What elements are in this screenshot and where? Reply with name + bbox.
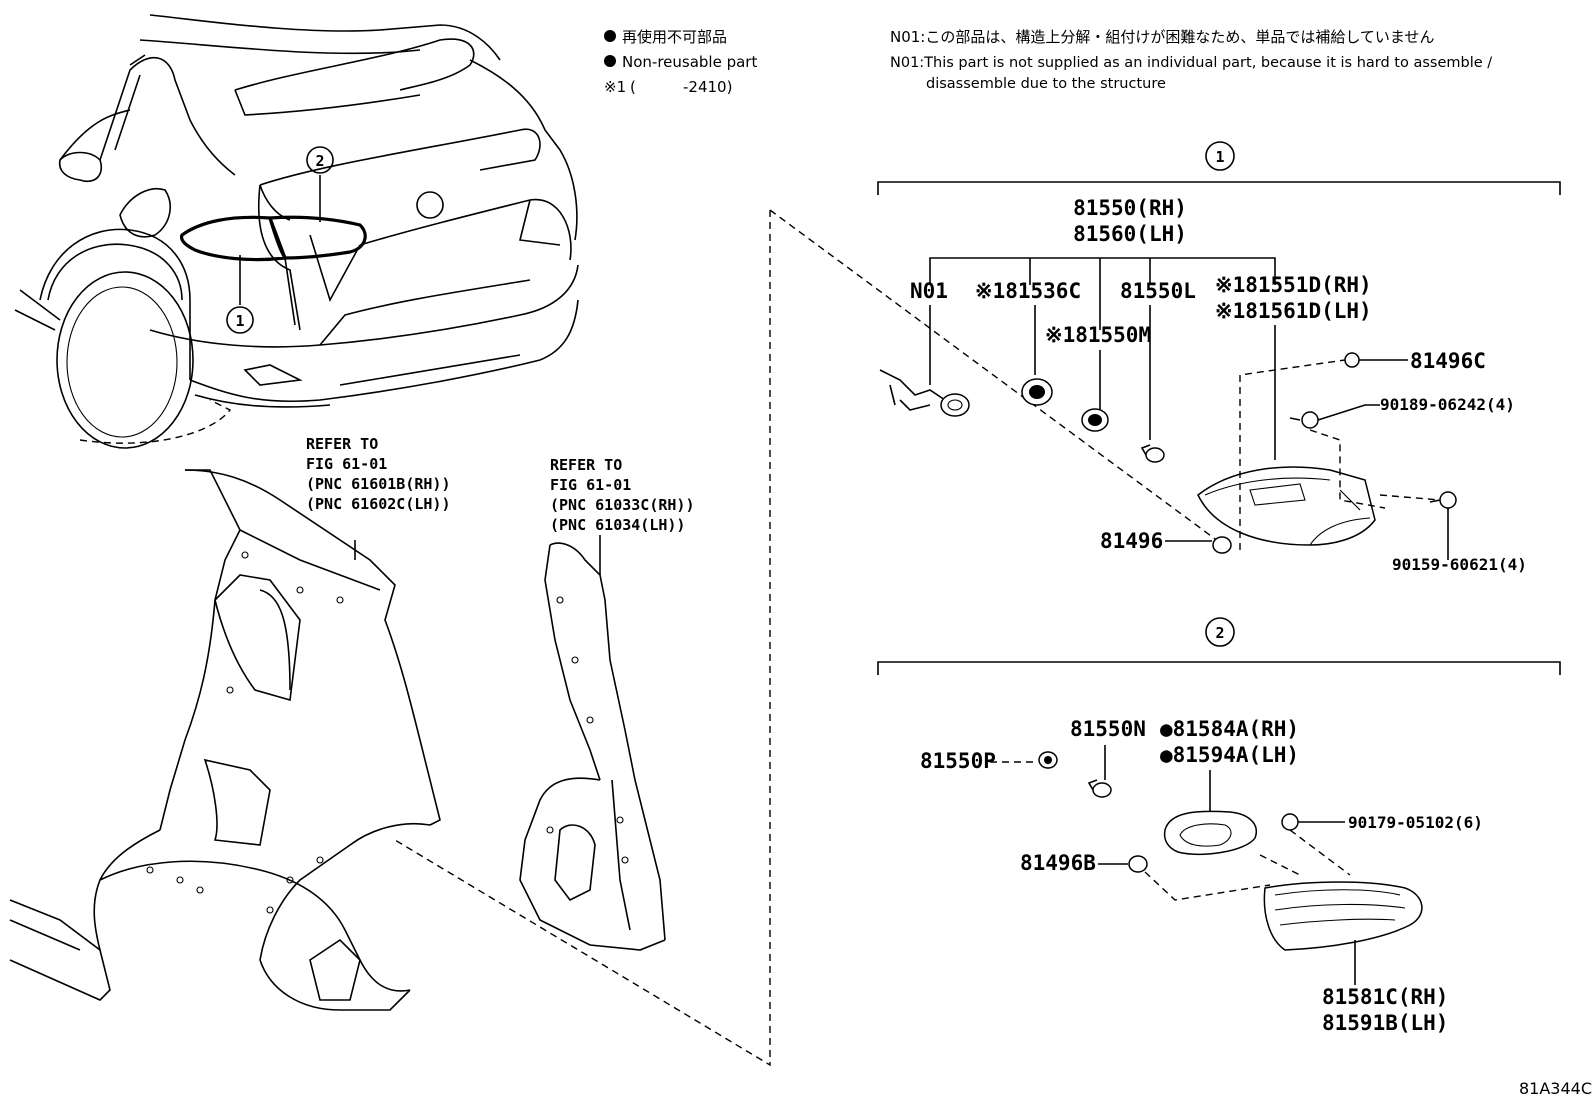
label-n01: N01 xyxy=(910,279,948,303)
legend-note-open: ( xyxy=(630,78,636,96)
bulb-81550l-icon xyxy=(1140,444,1165,463)
legend-note-mark: ※1 xyxy=(604,78,626,96)
label-81536c: ※181536C xyxy=(975,279,1081,303)
label-81560: 81560(LH) xyxy=(1073,222,1187,246)
label-90179: 90179-05102(6) xyxy=(1348,813,1483,832)
refer-upper-l1: REFER TO xyxy=(306,435,378,453)
marker-1-icon xyxy=(226,306,254,334)
marker-2-icon xyxy=(306,146,334,174)
screw-90189-icon xyxy=(1289,411,1319,429)
refer-lower-l2: FIG 61-01 xyxy=(550,476,631,494)
label-81594a: ●81594A(LH) xyxy=(1160,743,1299,767)
label-81496: 81496 xyxy=(1100,529,1163,553)
group-1-marker-label: 1 xyxy=(1215,148,1224,166)
label-81496b: 81496B xyxy=(1020,851,1096,875)
legend-jp: 再使用不可部品 xyxy=(622,28,727,46)
wire-harness-icon xyxy=(879,369,970,417)
label-81591b: 81591B(LH) xyxy=(1322,1011,1448,1035)
emblem-icon xyxy=(416,191,444,219)
vehicle-rear-view: 2 1 xyxy=(14,14,579,449)
marker-1-label: 1 xyxy=(235,312,244,330)
label-81581c: 81581C(RH) xyxy=(1322,985,1448,1009)
label-81584a: ●81584A(RH) xyxy=(1160,717,1299,741)
label-81550: 81550(RH) xyxy=(1073,196,1187,220)
clip-81496c-icon xyxy=(1344,352,1360,368)
figure-code: 81A344C xyxy=(1519,1079,1592,1098)
refer-upper-l4: (PNC 61602C(LH)) xyxy=(306,495,451,513)
note-jp: N01:この部品は、構造上分解・組付けが困難なため、単品では補給していません xyxy=(890,28,1434,46)
group-1: 1 81550(RH) 81560(LH) N01 ※181536C 81550… xyxy=(877,141,1561,574)
legend-note-range: -2410) xyxy=(683,78,732,96)
rear-wheel xyxy=(56,271,194,449)
legend: 再使用不可部品 Non-reusable part ※1 ( -2410) xyxy=(604,28,757,96)
bullet-icon xyxy=(604,55,616,67)
clip-81496b-icon xyxy=(1128,855,1148,873)
group-2-marker-icon xyxy=(1205,617,1235,647)
label-81496c: 81496C xyxy=(1410,349,1486,373)
inner-quarter-panel xyxy=(519,535,666,951)
supply-note: N01:この部品は、構造上分解・組付けが困難なため、単品では補給していません N… xyxy=(890,28,1492,92)
label-81550l: 81550L xyxy=(1120,279,1196,303)
quarter-panel xyxy=(9,469,441,1011)
marker-2-label: 2 xyxy=(315,152,324,170)
refer-lower-l3: (PNC 61033C(RH)) xyxy=(550,496,695,514)
label-81550n: 81550N xyxy=(1070,717,1146,741)
refer-lower-l4: (PNC 61034(LH)) xyxy=(550,516,685,534)
legend-en: Non-reusable part xyxy=(622,53,757,71)
lamp-81581c-icon xyxy=(1263,881,1423,951)
note-en-line2: disassemble due to the structure xyxy=(926,76,1166,92)
socket-81550p-icon xyxy=(1038,751,1058,769)
label-81550m: ※181550M xyxy=(1045,323,1151,347)
label-90189: 90189-06242(4) xyxy=(1380,395,1515,414)
refer-upper: REFER TO FIG 61-01 (PNC 61601B(RH)) (PNC… xyxy=(306,435,451,513)
label-81561d: ※181561D(LH) xyxy=(1215,299,1372,323)
bulb-81550n-icon xyxy=(1087,779,1112,798)
socket-81550m-icon xyxy=(1081,408,1109,432)
screw-90179-icon xyxy=(1281,813,1299,831)
label-81550p: 81550P xyxy=(920,749,996,773)
label-90159: 90159-60621(4) xyxy=(1392,555,1527,574)
socket-81536c-icon xyxy=(1021,378,1053,406)
gasket-81584a-icon xyxy=(1163,810,1257,856)
lens-81551d-icon xyxy=(1197,466,1376,546)
bullet-icon xyxy=(604,30,616,42)
refer-upper-l2: FIG 61-01 xyxy=(306,455,387,473)
refer-upper-l3: (PNC 61601B(RH)) xyxy=(306,475,451,493)
back-door-lamp-outline xyxy=(267,215,367,260)
clip-81496-icon xyxy=(1212,536,1232,554)
group-2: 2 81550N ●81584A(RH) ●81594A(LH) 81550P … xyxy=(877,617,1561,1035)
refer-lower: REFER TO FIG 61-01 (PNC 61033C(RH)) (PNC… xyxy=(550,456,695,534)
refer-lower-l1: REFER TO xyxy=(550,456,622,474)
group-2-marker-label: 2 xyxy=(1215,624,1224,642)
group-1-marker-icon xyxy=(1205,141,1235,171)
label-81551d: ※181551D(RH) xyxy=(1215,273,1372,297)
note-en-line1: N01:This part is not supplied as an indi… xyxy=(890,55,1492,71)
